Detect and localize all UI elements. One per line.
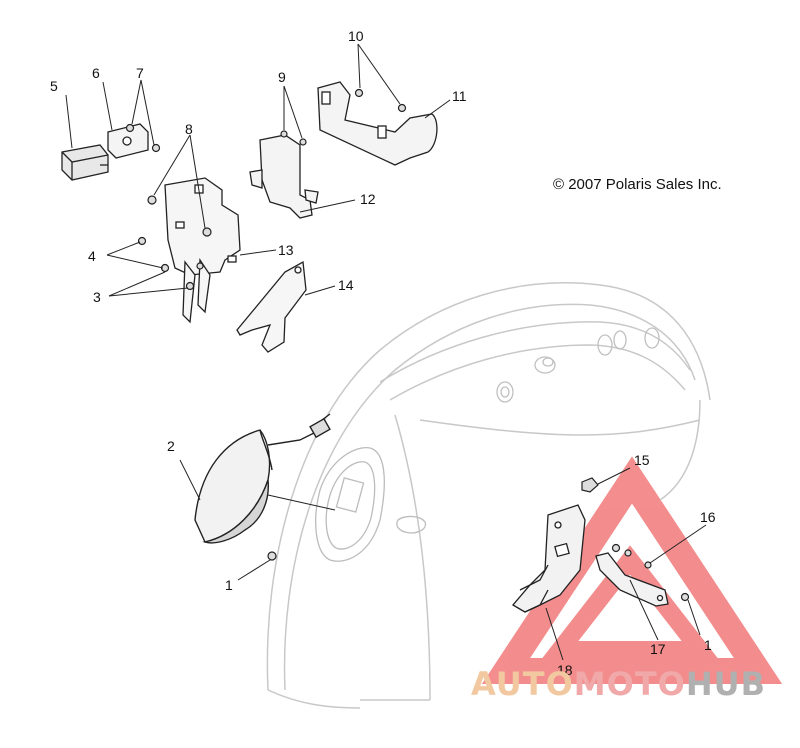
callout-4: 4: [88, 248, 96, 264]
callout-17: 17: [650, 641, 666, 657]
upper-bracket-11: [317, 81, 438, 166]
bolts-8: [147, 195, 212, 237]
license-lamp: [61, 144, 109, 181]
nuts-9: [280, 130, 307, 146]
callout-1a: 1: [225, 577, 233, 593]
lamp-gasket: [107, 123, 149, 159]
callout-6: 6: [92, 65, 100, 81]
callout-8: 8: [185, 121, 193, 137]
callout-2: 2: [167, 438, 175, 454]
callouts: 5 6 7 8 4 3 13 14 9 10 11 12 2 1 15 16 1…: [50, 28, 716, 678]
copyright-notice: © 2007 Polaris Sales Inc.: [553, 176, 722, 193]
callout-16: 16: [700, 509, 716, 525]
license-bracket: [164, 177, 241, 324]
callout-5: 5: [50, 78, 58, 94]
fender-holes: [496, 327, 660, 403]
nuts-10: [354, 88, 407, 113]
fender-license-recess: [315, 447, 427, 562]
watermark-part-auto: AUTO: [471, 665, 574, 703]
fasteners-3-4: [137, 236, 204, 291]
leader-lines: [65, 43, 707, 661]
rear-fender: [266, 282, 711, 709]
callout-14: 14: [338, 277, 354, 293]
callout-12: 12: [360, 191, 376, 207]
reflector-bracket-18: [512, 504, 586, 613]
fasteners-15-16: [267, 477, 690, 602]
callout-3: 3: [93, 289, 101, 305]
callout-15: 15: [634, 452, 650, 468]
callout-13: 13: [278, 242, 294, 258]
callout-9: 9: [278, 69, 286, 85]
callout-11: 11: [452, 88, 467, 104]
callout-1b: 1: [704, 637, 712, 653]
bracket-14: [236, 260, 307, 353]
mount-bracket-12: [249, 134, 319, 219]
tail-light-assembly: [194, 413, 331, 544]
leader-2-fender: [267, 494, 336, 511]
watermark-part-hub: HUB: [685, 665, 767, 703]
callout-10: 10: [348, 28, 364, 44]
nuts-7: [125, 123, 161, 153]
watermark-logo: AUTOMOTOHUB: [471, 665, 766, 703]
callout-18: 18: [557, 662, 573, 678]
callout-7: 7: [136, 65, 144, 81]
watermark-part-moto: MOTO: [573, 665, 686, 703]
strap-17: [595, 552, 669, 607]
